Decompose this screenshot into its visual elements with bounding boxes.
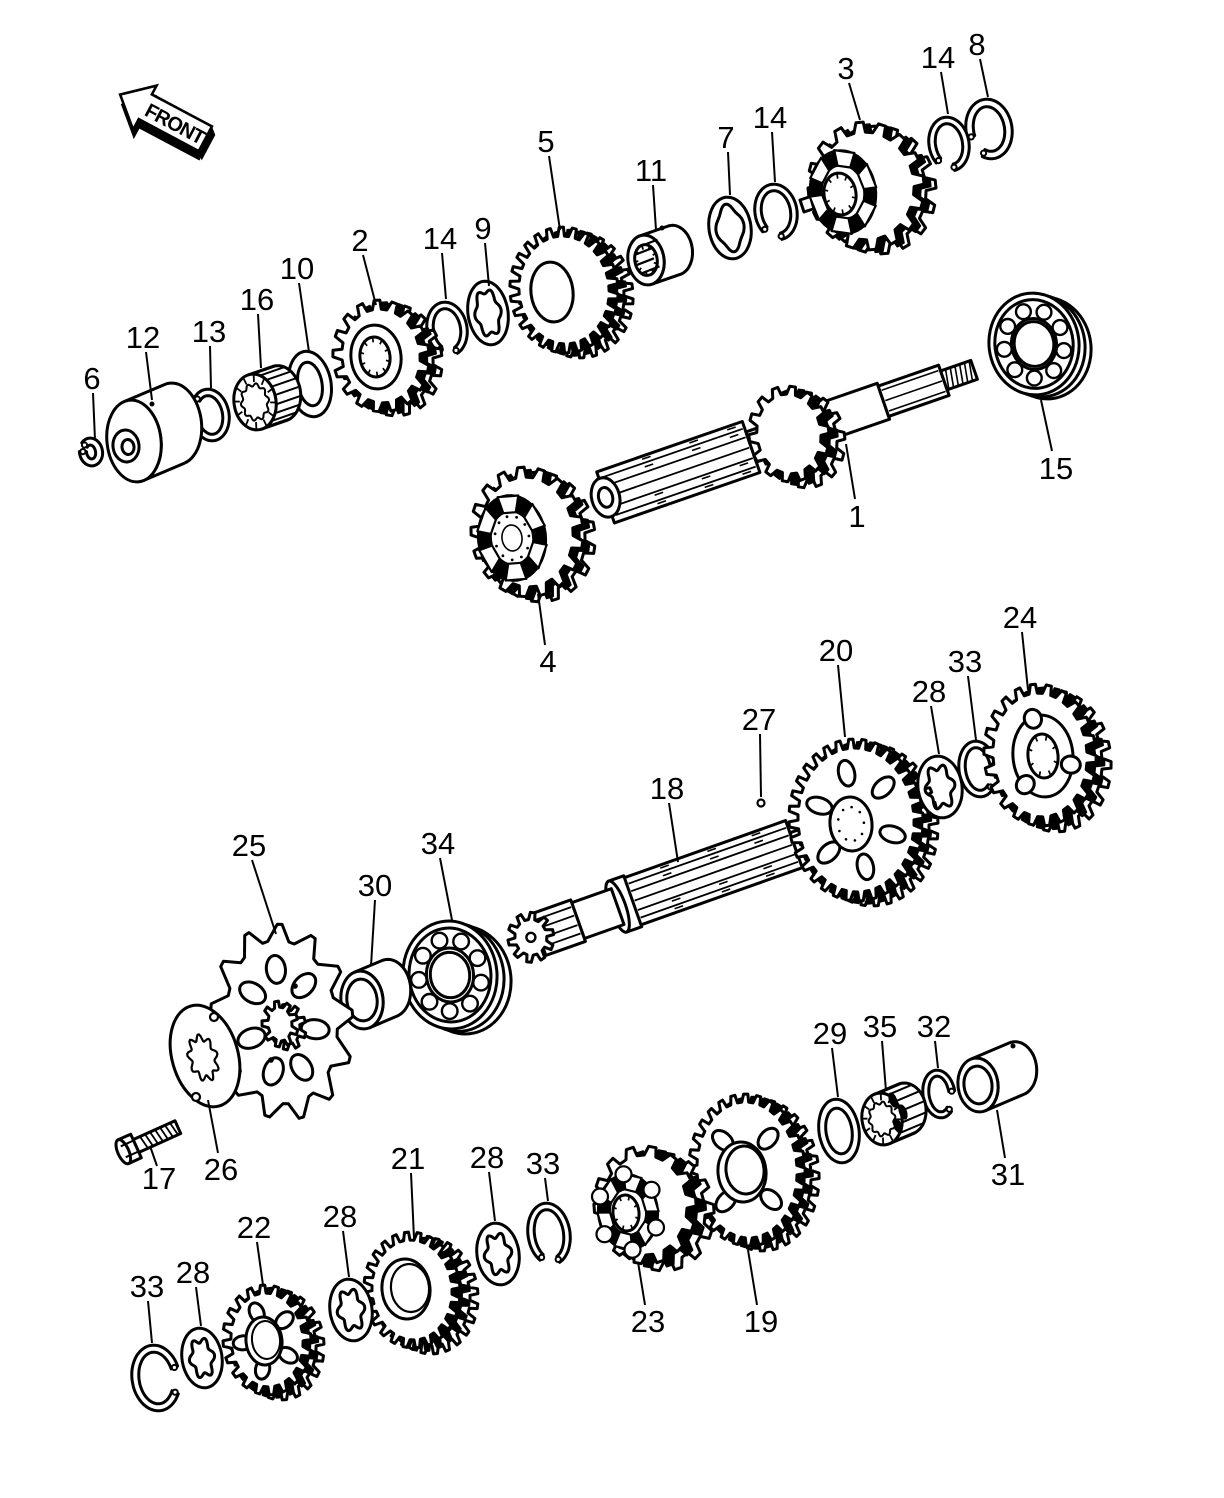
svg-text:10: 10: [280, 251, 314, 286]
svg-text:20: 20: [819, 633, 853, 668]
svg-text:28: 28: [176, 1255, 210, 1290]
svg-text:24: 24: [1003, 600, 1037, 635]
svg-text:30: 30: [358, 868, 392, 903]
svg-text:27: 27: [742, 702, 776, 737]
svg-text:8: 8: [968, 27, 985, 62]
svg-text:23: 23: [631, 1304, 665, 1339]
svg-text:6: 6: [83, 361, 100, 396]
svg-text:33: 33: [948, 644, 982, 679]
svg-text:16: 16: [240, 282, 274, 317]
svg-text:28: 28: [470, 1140, 504, 1175]
svg-text:17: 17: [142, 1161, 176, 1196]
svg-text:31: 31: [991, 1157, 1025, 1192]
svg-text:7: 7: [717, 120, 734, 155]
svg-text:4: 4: [539, 644, 556, 679]
svg-text:29: 29: [813, 1016, 847, 1051]
svg-text:33: 33: [130, 1269, 164, 1304]
svg-text:25: 25: [232, 828, 266, 863]
svg-text:26: 26: [204, 1152, 238, 1187]
svg-text:33: 33: [526, 1146, 560, 1181]
svg-text:34: 34: [421, 826, 455, 861]
svg-text:9: 9: [474, 211, 491, 246]
svg-text:14: 14: [423, 221, 457, 256]
svg-text:19: 19: [744, 1304, 778, 1339]
svg-text:2: 2: [351, 223, 368, 258]
svg-text:18: 18: [650, 771, 684, 806]
svg-text:21: 21: [391, 1141, 425, 1176]
svg-text:22: 22: [237, 1210, 271, 1245]
svg-text:5: 5: [537, 124, 554, 159]
svg-text:14: 14: [753, 100, 787, 135]
svg-text:28: 28: [912, 674, 946, 709]
svg-text:35: 35: [863, 1009, 897, 1044]
svg-text:11: 11: [635, 153, 667, 188]
svg-text:1: 1: [848, 499, 865, 534]
svg-text:14: 14: [921, 40, 955, 75]
svg-text:12: 12: [126, 320, 160, 355]
svg-text:15: 15: [1039, 451, 1073, 486]
svg-text:32: 32: [917, 1009, 951, 1044]
svg-text:28: 28: [323, 1199, 357, 1234]
svg-text:13: 13: [192, 314, 226, 349]
svg-text:3: 3: [837, 51, 854, 86]
